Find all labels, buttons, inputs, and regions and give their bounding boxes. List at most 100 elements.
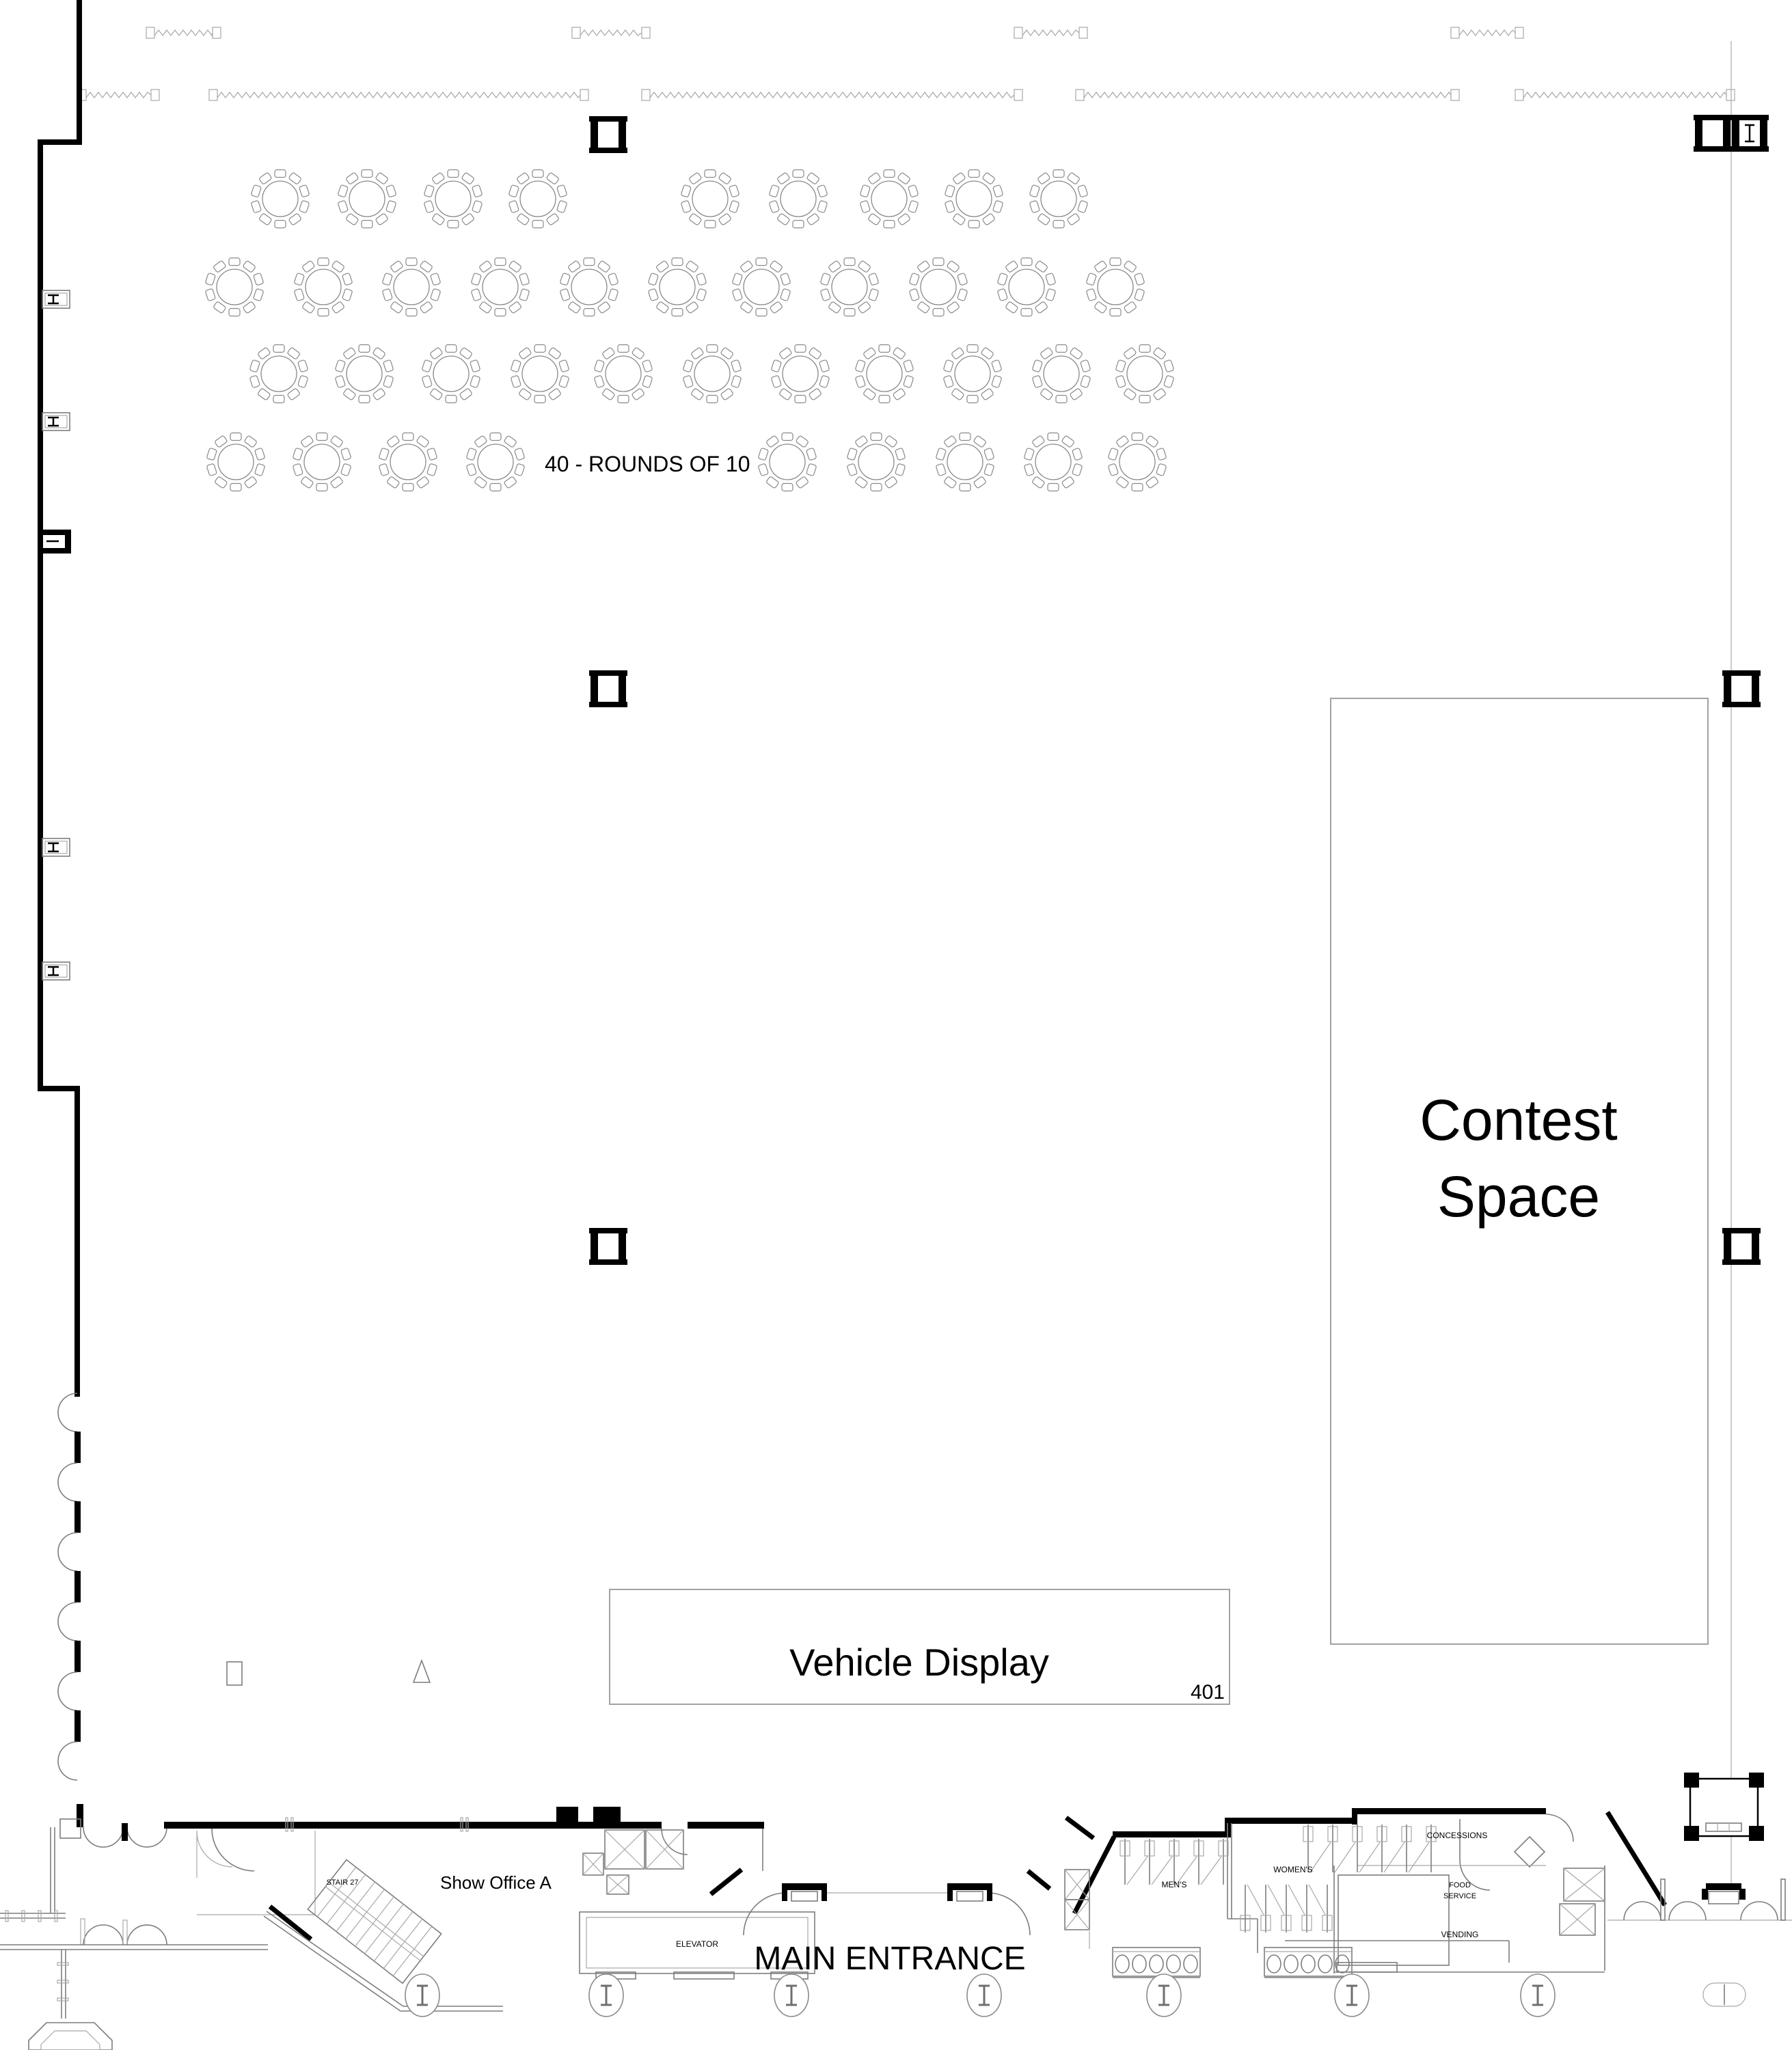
stair-tread	[345, 1889, 385, 1939]
chair	[917, 301, 930, 314]
chair	[903, 359, 914, 372]
door-frame	[285, 1817, 288, 1832]
chair	[884, 435, 897, 448]
column-web	[589, 148, 627, 153]
chair	[583, 257, 595, 266]
sink-counter	[1264, 1947, 1353, 1977]
chair	[1077, 200, 1088, 213]
chair	[1145, 435, 1158, 448]
partition-segment	[1014, 27, 1088, 39]
chair	[330, 476, 343, 489]
chair	[740, 301, 753, 314]
door-swing-arc	[57, 1671, 78, 1711]
concessions-label: CONCESSIONS	[1427, 1831, 1488, 1840]
chair	[342, 273, 353, 286]
restroom-concessions-block	[1064, 1808, 1667, 1978]
wall-column-mark	[42, 290, 70, 309]
chair	[1035, 260, 1048, 273]
chair	[884, 476, 897, 489]
chair	[466, 463, 477, 476]
stall-door	[1151, 1856, 1173, 1885]
door-swing-arc	[57, 1462, 78, 1502]
column-web	[1722, 1228, 1761, 1233]
column-flange	[590, 670, 598, 707]
chair	[632, 388, 644, 400]
chair	[781, 432, 793, 441]
chair	[895, 448, 906, 461]
mark-outline	[42, 961, 70, 981]
column-flange	[1760, 115, 1767, 152]
chair	[691, 388, 704, 400]
generated-architecture	[5, 1824, 1778, 2017]
chair	[809, 388, 822, 400]
chair	[430, 273, 441, 286]
chair	[470, 375, 480, 388]
door-bank-stub	[74, 1710, 81, 1742]
stair-rail	[328, 1882, 424, 1957]
chair	[420, 301, 433, 314]
toilet-fixture	[1322, 1915, 1333, 1931]
stair-tread	[373, 1911, 413, 1962]
partition-segment	[146, 27, 221, 39]
door-swing-arc	[211, 1828, 255, 1872]
chair	[820, 273, 831, 286]
banquet-table	[382, 257, 441, 317]
enclosure-corner	[1684, 1773, 1699, 1788]
table-top	[1097, 269, 1134, 305]
chair	[720, 347, 733, 359]
chair	[1055, 394, 1068, 404]
wall-segment	[77, 0, 82, 144]
chair	[519, 273, 530, 286]
stall-door	[1247, 1884, 1264, 1915]
chair	[249, 375, 260, 388]
wall-jog	[38, 139, 82, 145]
chair	[758, 463, 769, 476]
chair	[909, 288, 920, 301]
chair	[253, 288, 264, 301]
chair	[445, 344, 457, 353]
column-web	[589, 116, 627, 122]
oval-column	[1520, 1973, 1556, 2017]
chair	[405, 257, 418, 266]
partition-zigzag	[1083, 92, 1452, 98]
chair	[991, 359, 1002, 372]
partition-end-post	[571, 27, 581, 39]
stair-label: STAIR 27	[327, 1878, 359, 1887]
elevator-room	[579, 1911, 815, 1974]
vestibule-closet	[59, 1818, 81, 1839]
show-office-a-block	[164, 1807, 815, 2012]
chair	[331, 301, 344, 314]
chair	[718, 172, 731, 184]
chair	[517, 213, 530, 226]
contest-space-label: Space	[1437, 1164, 1600, 1229]
shaft	[1064, 1899, 1090, 1930]
office-north-wall	[688, 1822, 764, 1829]
chair	[806, 213, 819, 226]
table-top	[1119, 443, 1156, 480]
shaft	[604, 1829, 645, 1870]
mens-label: MEN'S	[1162, 1880, 1187, 1889]
door-bank-stub	[74, 1641, 81, 1672]
table-top	[1035, 443, 1072, 480]
chair	[847, 448, 858, 461]
door-swing-arc	[83, 1827, 124, 1848]
chamfer-wall	[1605, 1811, 1667, 1906]
chair	[302, 260, 315, 273]
banquet-table	[1115, 344, 1174, 404]
chair	[982, 213, 995, 226]
chair	[213, 301, 226, 314]
chair	[1124, 260, 1137, 273]
chair	[729, 200, 739, 213]
chair	[230, 482, 242, 492]
stair-tread	[355, 1896, 394, 1947]
chair	[903, 375, 914, 388]
entrance-door-unit	[782, 1883, 827, 1902]
chair	[855, 476, 868, 489]
chair	[556, 200, 567, 213]
chair	[205, 288, 216, 301]
chair	[335, 359, 346, 372]
chair	[379, 448, 390, 461]
mullion-tick	[57, 1980, 69, 1984]
chair	[780, 288, 791, 301]
stall-door	[1308, 1884, 1326, 1915]
